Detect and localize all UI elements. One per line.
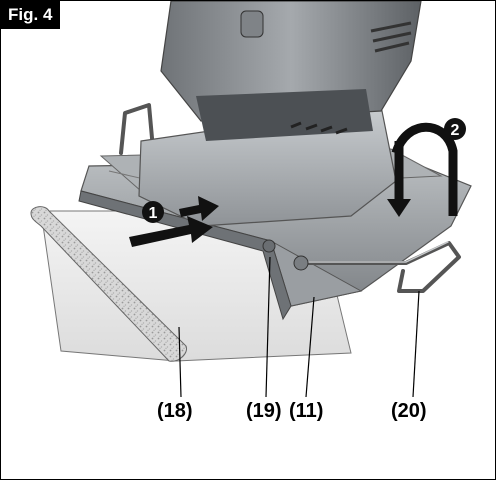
callout-18: (18) [157, 400, 193, 422]
callout-19: (19) [246, 400, 282, 422]
step-2-number: 2 [451, 122, 460, 139]
press-down-arrow [387, 122, 458, 217]
step-1-badge: 1 [142, 201, 164, 223]
callout-11: (11) [289, 400, 324, 422]
figure-label: Fig. 4 [1, 1, 61, 29]
clamp-lever [119, 103, 461, 293]
push-arrows [129, 196, 219, 247]
step-1-number: 1 [149, 205, 158, 222]
step-2-badge: 2 [444, 118, 466, 140]
callout-20: (20) [391, 400, 427, 422]
sander-housing [138, 1, 422, 227]
leader-lines [178, 256, 420, 398]
